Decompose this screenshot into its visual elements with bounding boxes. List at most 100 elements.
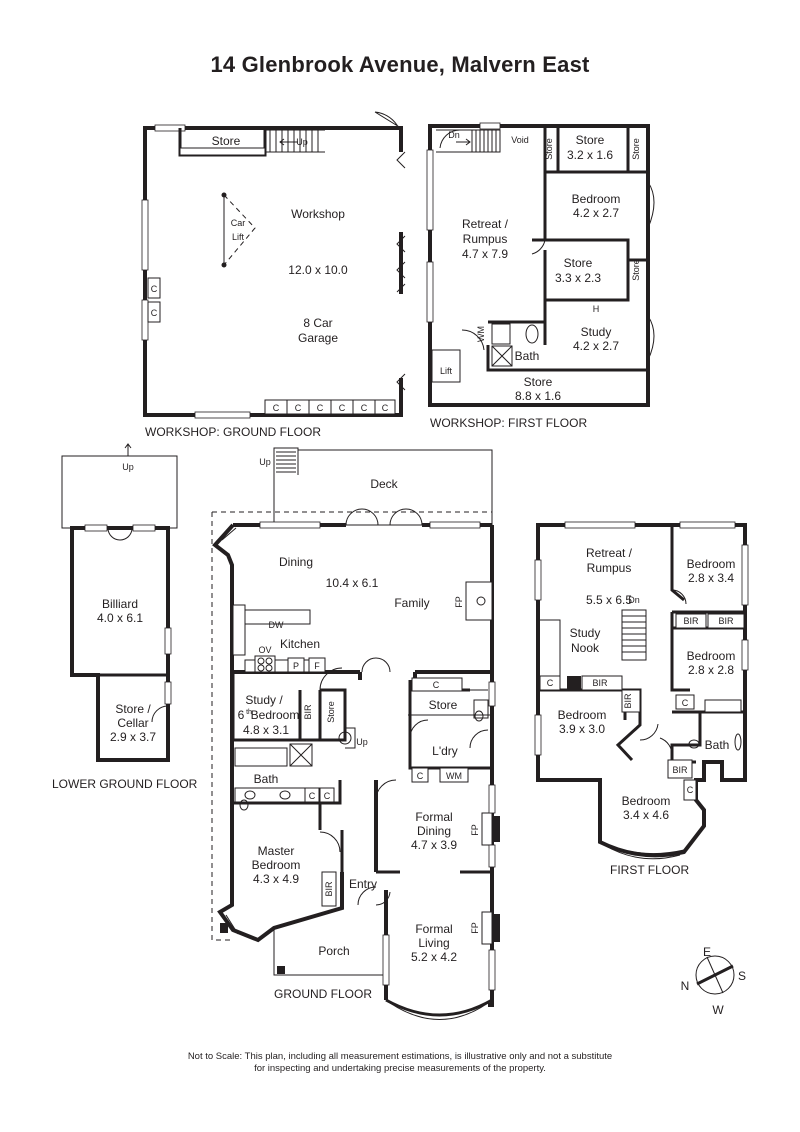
study-label: Study [581, 325, 612, 339]
cellar-2-label: Cellar [117, 716, 148, 730]
c-label: C [151, 284, 158, 294]
bath-label: Bath [705, 738, 730, 752]
ground-floor-plan: Up Deck Dining 10.4 x 6.1 Family FP DW K… [211, 447, 500, 1020]
f-label: F [314, 661, 320, 671]
c-label: C [151, 308, 158, 318]
stair-icon [338, 727, 356, 749]
retreat-dim-label: 5.5 x 6.5 [586, 593, 632, 607]
formal-dining-dim-label: 4.7 x 3.9 [411, 838, 457, 852]
p-label: P [293, 661, 299, 671]
formal-living-2-label: Living [418, 936, 449, 950]
billiard-dim-label: 4.0 x 6.1 [97, 611, 143, 625]
c-label: C [361, 403, 368, 413]
cellar-dim-label: 2.9 x 3.7 [110, 730, 156, 744]
ldry-label: L'dry [432, 744, 458, 758]
wm-label: WM [476, 326, 486, 342]
store-v-label: Store [326, 701, 336, 723]
store1-dim-label: 3.2 x 1.6 [567, 148, 613, 162]
master-dim-label: 4.3 x 4.9 [253, 872, 299, 886]
porch-label: Porch [318, 944, 349, 958]
fp-label: FP [454, 596, 464, 608]
study-dim-label: 4.2 x 2.7 [573, 339, 619, 353]
workshop-ground-floor-plan: Store Up Car Lift Workshop 12.0 x 10.0 8… [141, 111, 406, 439]
c-label: C [273, 403, 280, 413]
store-label: Store [429, 698, 458, 712]
billiard-label: Billiard [102, 597, 138, 611]
wm-label: WM [446, 771, 462, 781]
retreat-2-label: Rumpus [463, 232, 508, 246]
car-label: Car [231, 218, 246, 228]
disclaimer-line-2: for inspecting and undertaking precise m… [254, 1063, 546, 1074]
entry-label: Entry [349, 877, 377, 891]
c-label: C [339, 403, 346, 413]
store3-dim-label: 8.8 x 1.6 [515, 389, 561, 403]
bedroom1-label: Bedroom [687, 557, 736, 571]
s-label: S [738, 969, 746, 983]
bedroom2-dim-label: 2.8 x 2.8 [688, 663, 734, 677]
dn-label: Dn [628, 595, 640, 605]
study-1-label: Study / [245, 693, 283, 707]
retreat-1-label: Retreat / [462, 217, 509, 231]
c-label: C [324, 791, 331, 801]
c-label: C [382, 403, 389, 413]
fp-label: FP [470, 824, 480, 836]
bir-label: BIR [683, 616, 699, 626]
dining-dim-label: 10.4 x 6.1 [326, 576, 379, 590]
car-lift-icon [221, 192, 256, 268]
formal-dining-1-label: Formal [415, 810, 452, 824]
bedroom4-label: Bedroom [622, 794, 671, 808]
up-label: Up [356, 737, 368, 747]
lift-label: Lift [232, 232, 245, 242]
fp-label: FP [470, 922, 480, 934]
up-label: Up [122, 462, 134, 472]
study-dim-label: 4.8 x 3.1 [243, 723, 289, 737]
store-v-label: Store [544, 138, 554, 160]
workshop-first-caption: WORKSHOP: FIRST FLOOR [430, 416, 587, 430]
formal-living-1-label: Formal [415, 922, 452, 936]
bir-label: BIR [303, 704, 313, 720]
ov-label: OV [258, 645, 271, 655]
c-label: C [547, 678, 554, 688]
kitchen-label: Kitchen [280, 637, 320, 651]
first-floor-plan: Retreat / Rumpus 5.5 x 6.5 Dn Study Nook… [534, 521, 749, 877]
study-2a-label: 6 [238, 708, 245, 722]
workshop-label: Workshop [291, 207, 345, 221]
garage-label-2: Garage [298, 331, 338, 345]
workshop-first-floor-plan: Dn Void Store 3.2 x 1.6 Store Store Bedr… [426, 122, 655, 430]
w-label: W [712, 1003, 724, 1017]
disclaimer: Not to Scale: This plan, including all m… [0, 1051, 800, 1075]
bedroom3-dim-label: 3.9 x 3.0 [559, 722, 605, 736]
bir-label: BIR [324, 881, 334, 897]
study-2-label: Nook [571, 641, 600, 655]
bir-label: BIR [623, 693, 633, 709]
garage-label-1: 8 Car [303, 316, 332, 330]
c-label: C [417, 771, 424, 781]
up-label: Up [259, 457, 271, 467]
bath-label: Bath [515, 349, 540, 363]
workshop-ground-caption: WORKSHOP: GROUND FLOOR [145, 425, 321, 439]
formal-dining-2-label: Dining [417, 824, 451, 838]
h-label: H [593, 304, 600, 314]
deck-label: Deck [370, 477, 398, 491]
master-2-label: Bedroom [252, 858, 301, 872]
study-2b-label: Bedroom [251, 708, 300, 722]
stair-icon [265, 129, 325, 153]
ws-store-label: Store [212, 134, 241, 148]
dining-label: Dining [279, 555, 313, 569]
store3-label: Store [524, 375, 553, 389]
retreat-2-label: Rumpus [587, 561, 632, 575]
bedroom1-dim-label: 2.8 x 3.4 [688, 571, 734, 585]
store2-label: Store [564, 256, 593, 270]
formal-living-dim-label: 5.2 x 4.2 [411, 950, 457, 964]
page-title: 14 Glenbrook Avenue, Malvern East [210, 52, 590, 77]
study-1-label: Study [570, 626, 601, 640]
store-v-label: Store [631, 138, 641, 160]
dw-label: DW [269, 620, 284, 630]
void-label: Void [511, 135, 529, 145]
store1-label: Store [576, 133, 605, 147]
retreat-dim-label: 4.7 x 7.9 [462, 247, 508, 261]
bedroom-label: Bedroom [572, 192, 621, 206]
n-label: N [681, 979, 690, 993]
dn-label: Dn [448, 130, 460, 140]
lower-ground-floor-plan: Up Billiard 4.0 x 6.1 Store / Cellar 2.9… [52, 443, 198, 791]
